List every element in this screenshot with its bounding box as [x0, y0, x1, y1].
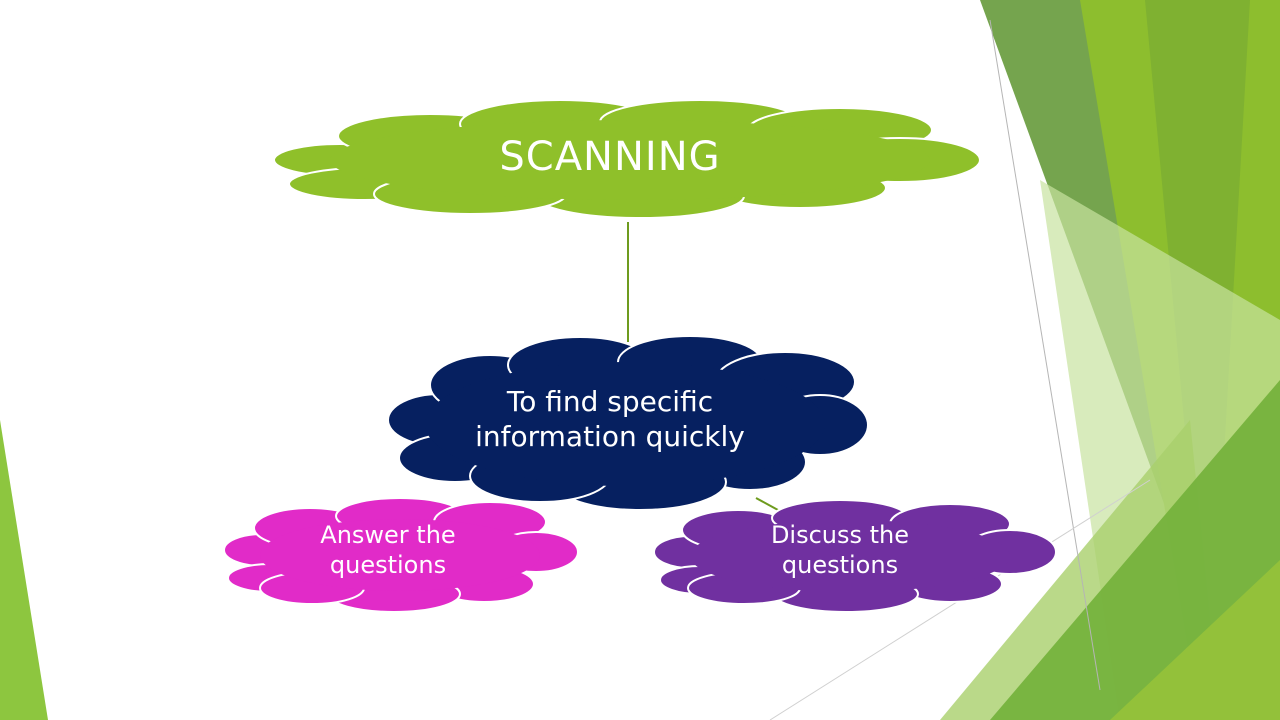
right-decoration [769, 0, 1280, 720]
answer-node-text: Answer the questions [268, 520, 508, 580]
discuss-node-line: questions [781, 551, 899, 579]
center-cloud [387, 335, 869, 511]
title-cloud [273, 99, 981, 219]
answer-node-line: Answer the [320, 521, 456, 549]
discuss-cloud [653, 499, 1057, 613]
answer-node-line: questions [329, 551, 447, 579]
discuss-node-line: Discuss the [770, 521, 910, 549]
center-node-line: To find specific [506, 385, 714, 418]
left-decoration [0, 420, 48, 720]
center-node-text: To find specific information quickly [420, 384, 800, 454]
title-text: SCANNING [499, 134, 721, 180]
connector-center-right [755, 497, 779, 511]
answer-cloud [223, 497, 579, 613]
center-node-line: information quickly [475, 420, 745, 453]
discuss-node-text: Discuss the questions [718, 520, 962, 580]
